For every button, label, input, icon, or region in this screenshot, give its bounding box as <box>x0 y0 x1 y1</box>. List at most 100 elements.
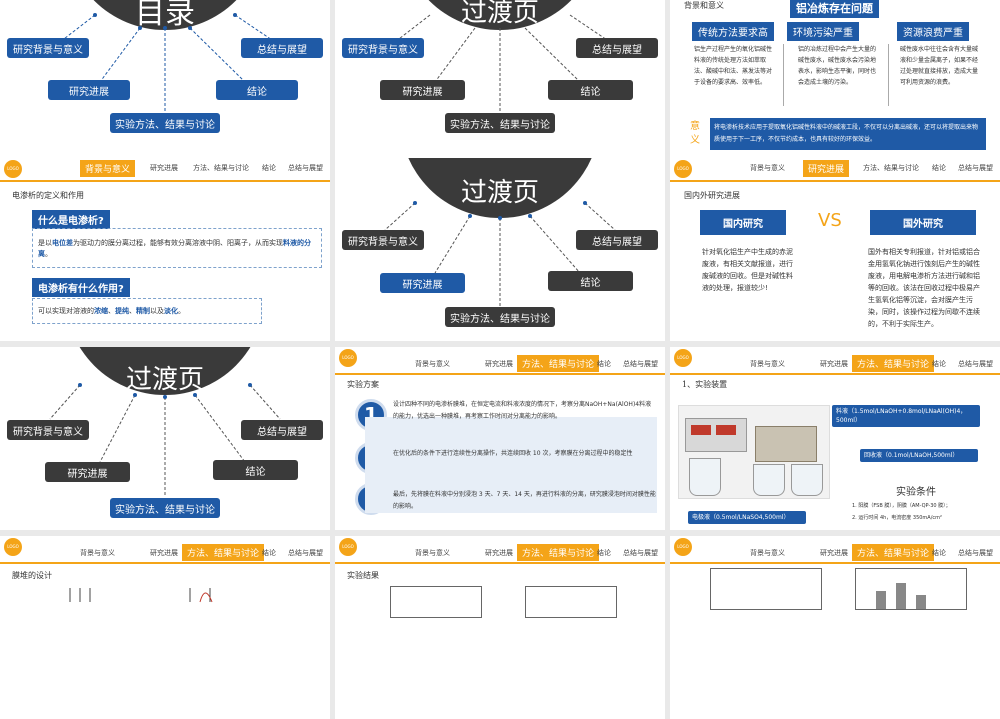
foreign-tag: 国外研究 <box>870 210 976 235</box>
slide-thumb-3[interactable]: 背景和意义 铝冶炼存在问题 传统方法要求高 环境污染严重 资源浪费严重 铝生产过… <box>670 0 1000 183</box>
nav-item[interactable]: 研究进展 <box>150 164 178 172</box>
toc-item[interactable]: 研究进展 <box>380 80 465 100</box>
answer-box-2 <box>32 298 262 324</box>
toc-item[interactable]: 结论 <box>216 80 298 100</box>
vs-label: VS <box>818 210 842 231</box>
beaker <box>689 458 721 496</box>
nav-item[interactable]: 总结与展望 <box>288 549 323 557</box>
slide-thumb-6[interactable]: LOGO 背景与意义 研究进展 方法、结果与讨论 结论 总结与展望 国内外研究进… <box>670 158 1000 341</box>
nav-item[interactable]: 背景与意义 <box>750 360 785 368</box>
condition-1: 1. 阳膜（FSB 膜），阴膜（AM-QP-30 膜）； <box>852 503 951 509</box>
nav-item[interactable]: 研究进展 <box>150 549 178 557</box>
toc-item[interactable]: 研究进展 <box>48 80 130 100</box>
header-underline <box>670 180 1000 182</box>
toc-item[interactable]: 总结与展望 <box>576 230 658 250</box>
nav-item[interactable]: 背景与意义 <box>80 160 136 177</box>
result-chart-b <box>525 586 617 618</box>
toc-item[interactable]: 总结与展望 <box>241 38 323 58</box>
nav-item[interactable]: 结论 <box>597 360 611 368</box>
section-label: 电渗析的定义和作用 <box>12 191 84 200</box>
column-text: 铝的冶炼过程中会产生大量的碱性废水，碱性废水会污染地表水，影响生态平衡，同时也会… <box>798 46 877 86</box>
toc-item[interactable]: 研究背景与意义 <box>7 38 89 58</box>
divider <box>783 44 784 106</box>
slide-thumb-11[interactable]: LOGO 背景与意义 研究进展 方法、结果与讨论 结论 总结与展望 实验结果 <box>335 536 665 719</box>
toc-item[interactable]: 研究背景与意义 <box>342 38 424 58</box>
nav-item[interactable]: 结论 <box>597 549 611 557</box>
slide-thumb-4[interactable]: LOGO 背景与意义 研究进展 方法、结果与讨论 结论 总结与展望 电渗析的定义… <box>0 158 330 341</box>
nav-item[interactable]: 总结与展望 <box>623 360 658 368</box>
nav-item[interactable]: 背景与意义 <box>415 549 450 557</box>
toc-item[interactable]: 结论 <box>548 271 633 291</box>
toc-item[interactable]: 研究背景与意义 <box>342 230 424 250</box>
nav-item[interactable]: 方法、结果与讨论 <box>863 164 919 172</box>
section-label: 膜堆的设计 <box>12 571 52 580</box>
toc-item[interactable]: 实验方法、结果与讨论 <box>110 498 220 518</box>
slide-thumb-2[interactable]: 过渡页 研究背景与意义 总结与展望 研究进展 结论 实验方法、结果与讨论 <box>335 0 665 183</box>
domestic-tag: 国内研究 <box>700 210 786 235</box>
nav-item[interactable]: 总结与展望 <box>623 549 658 557</box>
slide-thumb-10[interactable]: LOGO 背景与意义 研究进展 方法、结果与讨论 结论 总结与展望 膜堆的设计 <box>0 536 330 719</box>
nav-item[interactable]: 方法、结果与讨论 <box>517 544 600 561</box>
header-nav: LOGO 背景与意义 研究进展 方法、结果与讨论 结论 总结与展望 <box>0 536 330 561</box>
nav-item[interactable]: 总结与展望 <box>958 360 993 368</box>
toc-item[interactable]: 研究进展 <box>380 273 465 293</box>
result-chart-d <box>855 568 967 610</box>
column-text: 铝生产过程产生的氧化铝碱性料液的传统处理方法如萃取法、酸碱中和法、蒸发法等对于设… <box>694 46 773 86</box>
slide-thumb-5[interactable]: 过渡页 研究背景与意义 总结与展望 研究进展 结论 实验方法、结果与讨论 <box>335 158 665 341</box>
nav-item[interactable]: 结论 <box>932 360 946 368</box>
header-nav: LOGO 背景与意义 研究进展 方法、结果与讨论 结论 总结与展望 <box>335 536 665 561</box>
toc-item[interactable]: 研究进展 <box>45 462 130 482</box>
slide-thumb-9[interactable]: LOGO 背景与意义 研究进展 方法、结果与讨论 结论 总结与展望 1、实验装置… <box>670 347 1000 530</box>
slide-thumb-1[interactable]: 目录 研究背景与意义 总结与展望 研究进展 结论 实验方法、结果与讨论 <box>0 0 330 183</box>
nav-item[interactable]: 背景与意义 <box>750 164 785 172</box>
header-underline <box>335 562 665 564</box>
nav-item[interactable]: 方法、结果与讨论 <box>852 544 935 561</box>
slide-thumb-12[interactable]: LOGO 背景与意义 研究进展 方法、结果与讨论 结论 总结与展望 <box>670 536 1000 719</box>
nav-item[interactable]: 结论 <box>932 549 946 557</box>
nav-item[interactable]: 结论 <box>262 164 276 172</box>
stack-diagram <box>69 588 213 603</box>
result-chart-c <box>710 568 822 610</box>
callout-electrode: 电极液（0.5mol/LNaSO4,500ml） <box>688 511 806 524</box>
step-text: 最后，先将膜在料液中分别浸泡 3 天、7 天、14 天，再进行料液的分离，研究膜… <box>393 491 656 510</box>
nav-item[interactable]: 方法、结果与讨论 <box>193 164 249 172</box>
slide-thumb-7[interactable]: 过渡页 研究背景与意义 总结与展望 研究进展 结论 实验方法、结果与讨论 <box>0 347 330 530</box>
foreign-text: 国外有相关专利报道，针对铝或铝合金用氢氧化钠进行蚀刻后产生的碱性废液，用电解电渗… <box>868 248 980 328</box>
toc-item[interactable]: 总结与展望 <box>576 38 658 58</box>
nav-item[interactable]: 背景与意义 <box>80 549 115 557</box>
nav-item[interactable]: 研究进展 <box>820 360 848 368</box>
toc-item[interactable]: 研究背景与意义 <box>7 420 89 440</box>
nav-item[interactable]: 结论 <box>932 164 946 172</box>
nav-item[interactable]: 研究进展 <box>485 549 513 557</box>
toc-item[interactable]: 实验方法、结果与讨论 <box>445 307 555 327</box>
header-nav: LOGO 背景与意义 研究进展 方法、结果与讨论 结论 总结与展望 <box>670 347 1000 372</box>
nav-item[interactable]: 背景与意义 <box>415 360 450 368</box>
nav-item[interactable]: 方法、结果与讨论 <box>852 355 935 372</box>
connector-lines <box>394 14 611 112</box>
header-underline <box>670 373 1000 375</box>
slide-thumb-8[interactable]: LOGO 背景与意义 研究进展 方法、结果与讨论 结论 总结与展望 实验方案 1… <box>335 347 665 530</box>
logo-icon: LOGO <box>339 538 357 556</box>
nav-item[interactable]: 总结与展望 <box>958 164 993 172</box>
section-label: 实验结果 <box>347 571 379 580</box>
nav-item[interactable]: 总结与展望 <box>958 549 993 557</box>
toc-item[interactable]: 实验方法、结果与讨论 <box>445 113 555 133</box>
section-label: 背景和意义 <box>684 1 724 10</box>
header-underline <box>670 562 1000 564</box>
toc-item[interactable]: 实验方法、结果与讨论 <box>110 113 220 133</box>
header-underline <box>0 180 330 182</box>
nav-item[interactable]: 方法、结果与讨论 <box>182 544 265 561</box>
logo-icon: LOGO <box>339 349 357 367</box>
nav-item[interactable]: 方法、结果与讨论 <box>517 355 600 372</box>
nav-item[interactable]: 研究进展 <box>820 549 848 557</box>
conditions-title: 实验条件 <box>896 487 936 498</box>
meaning-box: 将电渗析技术应用于提取氧化铝碱性料液中的碱液工段，不仅可以分离出碱液，还可以将提… <box>710 118 986 150</box>
nav-item[interactable]: 背景与意义 <box>750 549 785 557</box>
nav-item[interactable]: 研究进展 <box>803 160 850 177</box>
toc-item[interactable]: 总结与展望 <box>241 420 323 440</box>
nav-item[interactable]: 研究进展 <box>485 360 513 368</box>
toc-item[interactable]: 结论 <box>213 460 298 480</box>
toc-item[interactable]: 结论 <box>548 80 633 100</box>
nav-item[interactable]: 结论 <box>262 549 276 557</box>
nav-item[interactable]: 总结与展望 <box>288 164 323 172</box>
